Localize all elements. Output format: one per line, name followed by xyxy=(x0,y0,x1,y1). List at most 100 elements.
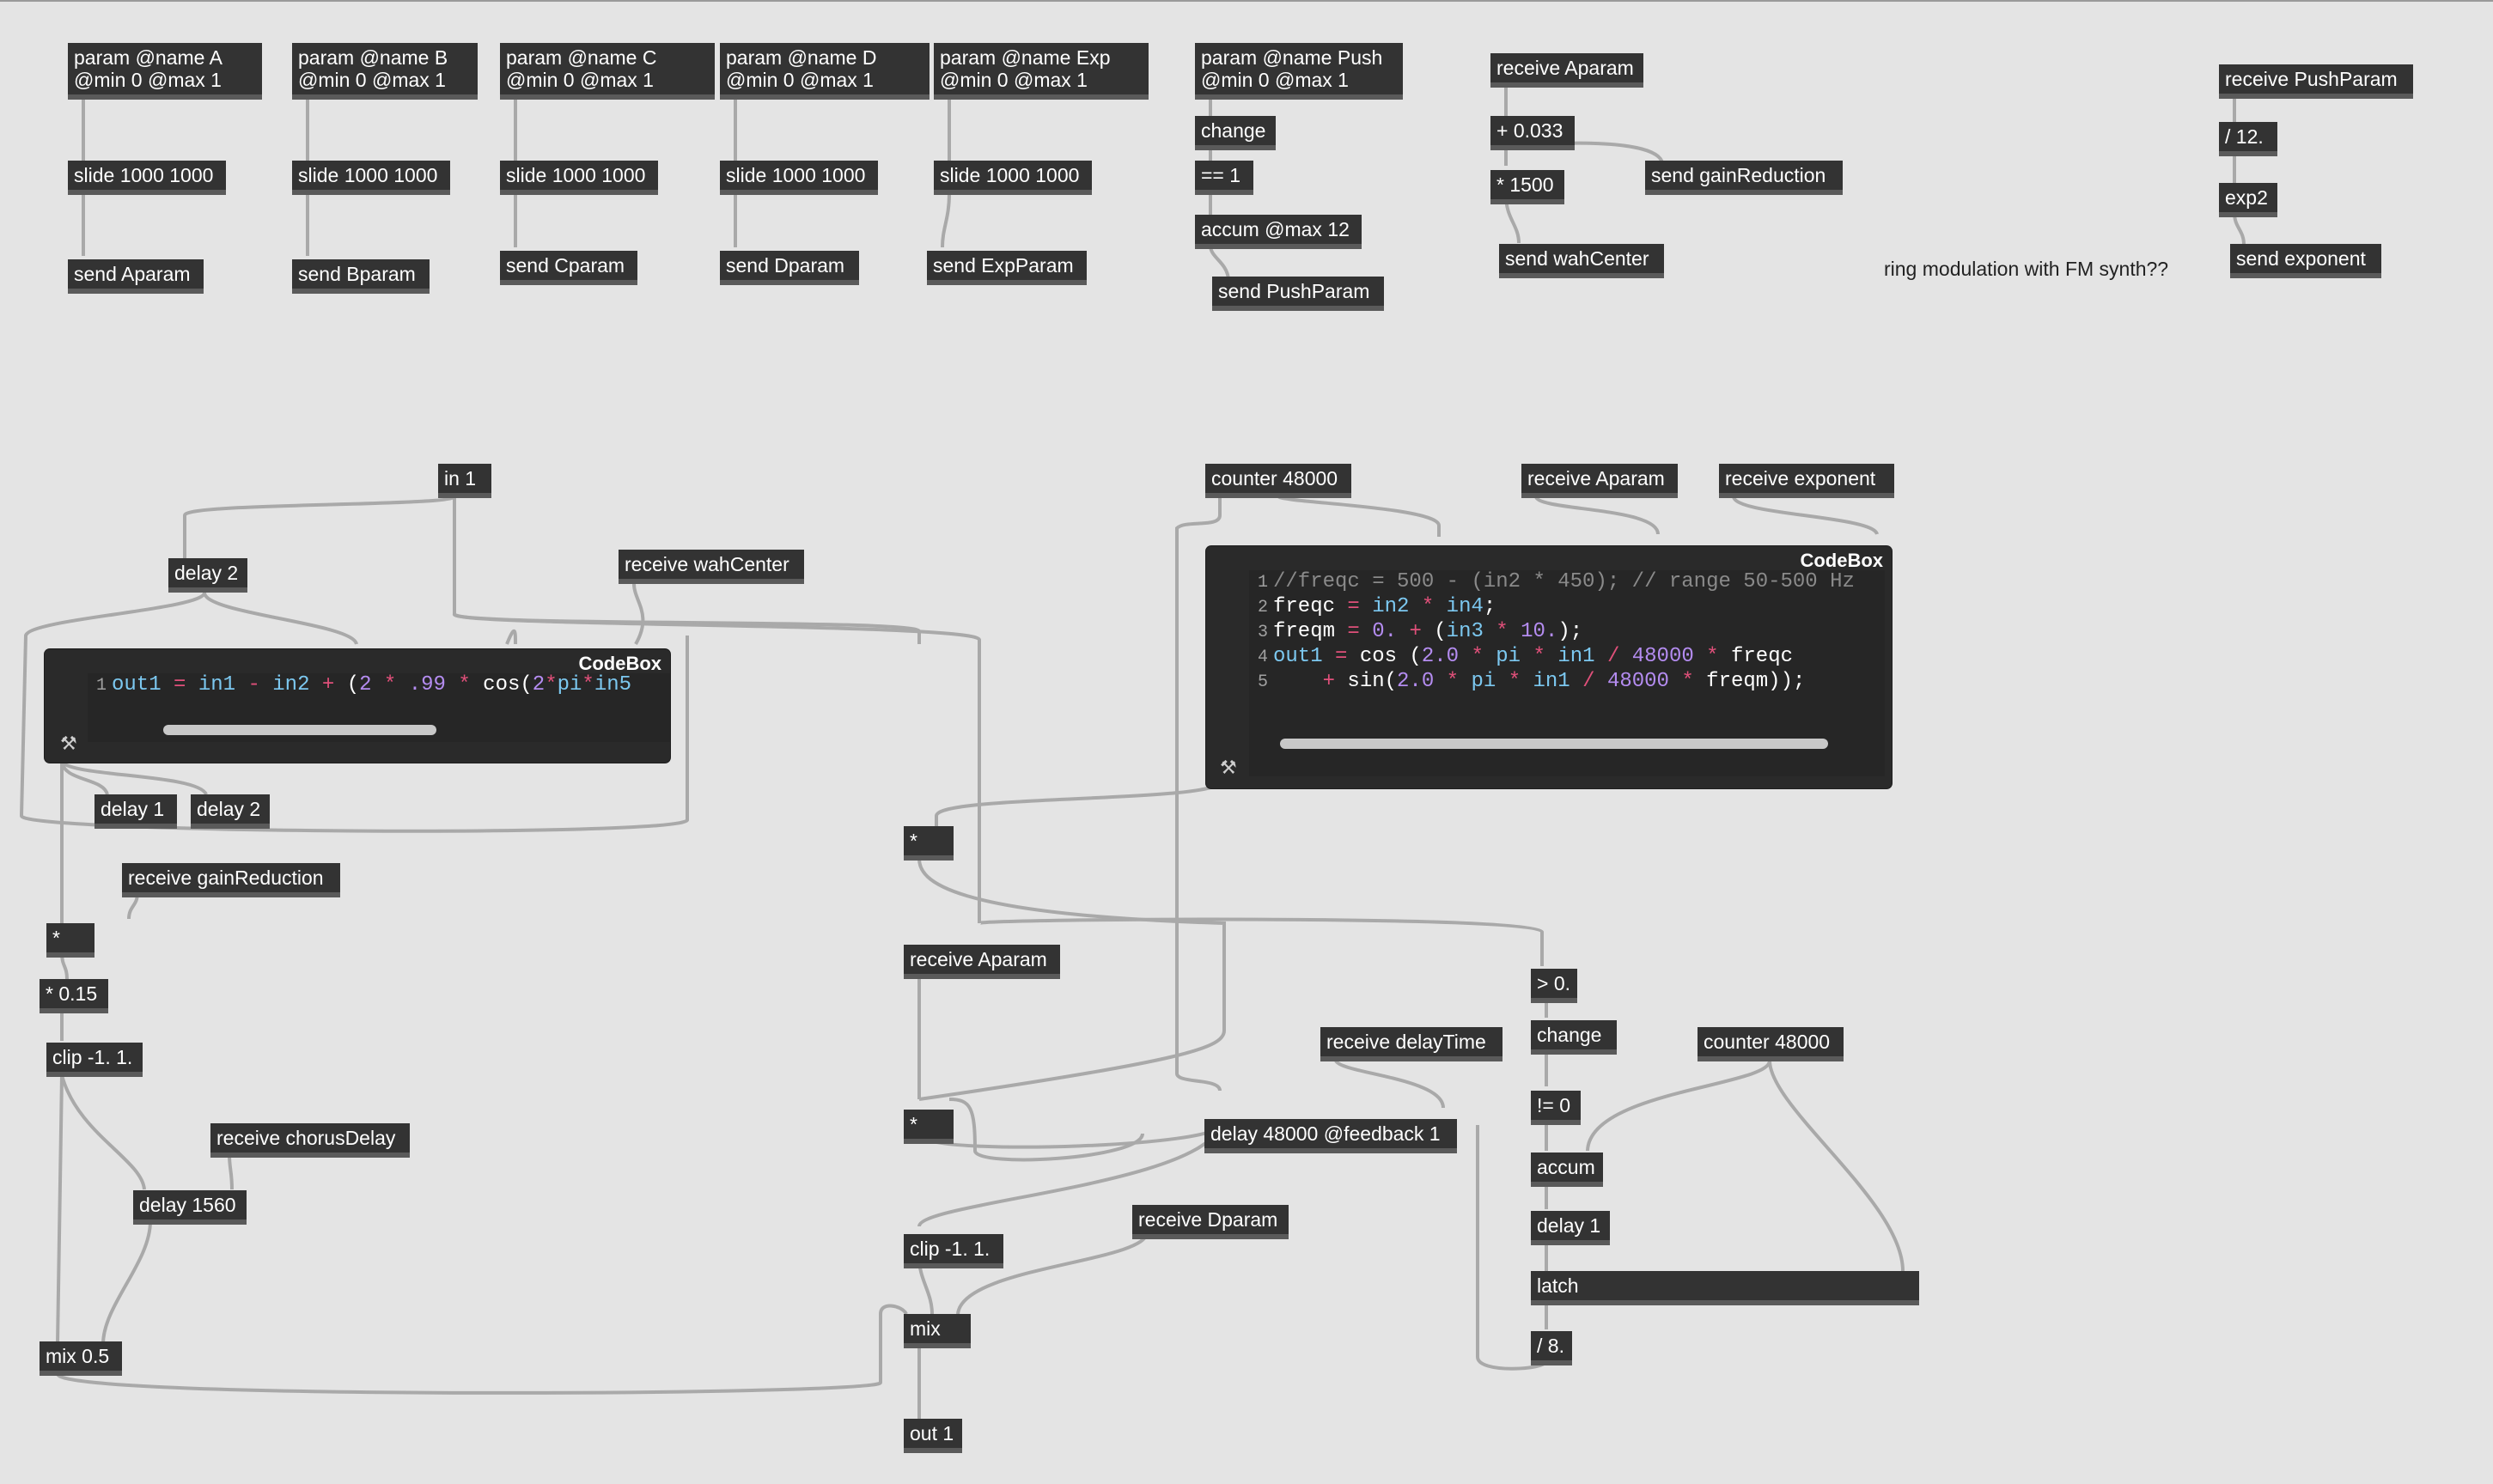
horizontal-scrollbar[interactable] xyxy=(163,725,436,735)
clip-a-object[interactable]: clip -1. 1. xyxy=(46,1043,143,1077)
delay-1560-object[interactable]: delay 1560 xyxy=(133,1190,247,1225)
multiply-b-object[interactable]: * xyxy=(904,826,954,861)
send-exponent-object[interactable]: send exponent xyxy=(2230,244,2381,278)
send-gainreduction-object[interactable]: send gainReduction xyxy=(1645,161,1843,195)
receive-delaytime-object[interactable]: receive delayTime xyxy=(1320,1027,1503,1061)
out-1-object[interactable]: out 1 xyxy=(904,1419,962,1453)
counter-48000-object[interactable]: counter 48000 xyxy=(1205,464,1351,498)
slide-c-object[interactable]: slide 1000 1000 xyxy=(500,161,658,195)
receive-exponent-object[interactable]: receive exponent xyxy=(1719,464,1894,498)
in-1-object[interactable]: in 1 xyxy=(438,464,491,498)
param-a-object[interactable]: param @name A @min 0 @max 1 xyxy=(68,43,262,100)
add-0033-object[interactable]: + 0.033 xyxy=(1490,116,1575,150)
div-12-object[interactable]: / 12. xyxy=(2219,122,2277,156)
receive-dparam-object[interactable]: receive Dparam xyxy=(1132,1205,1289,1239)
patchcord xyxy=(978,917,1544,966)
slide-a-object[interactable]: slide 1000 1000 xyxy=(68,161,226,195)
patchcord xyxy=(56,1304,908,1395)
param-c-object[interactable]: param @name C @min 0 @max 1 xyxy=(500,43,715,100)
patchcord xyxy=(2233,212,2246,246)
param-d-object[interactable]: param @name D @min 0 @max 1 xyxy=(720,43,930,100)
send-aparam-object[interactable]: send Aparam xyxy=(68,259,204,294)
patchcord xyxy=(60,1074,146,1190)
patchcord xyxy=(1209,245,1230,280)
code-line: 1//freqc = 500 - (in2 * 450); // range 5… xyxy=(1257,570,1855,593)
send-wahcenter-object[interactable]: send wahCenter xyxy=(1499,244,1664,278)
codebox-title: CodeBox xyxy=(1800,550,1883,571)
patchcord xyxy=(203,592,358,646)
delay-2-object[interactable]: delay 2 xyxy=(168,558,247,593)
div-8-object[interactable]: / 8. xyxy=(1531,1331,1572,1365)
codebox-fm-synth[interactable]: CodeBox 1//freqc = 500 - (in2 * 450); //… xyxy=(1206,546,1892,788)
receive-gainreduction-object[interactable]: receive gainReduction xyxy=(122,863,340,897)
accum-object[interactable]: accum xyxy=(1531,1153,1603,1187)
patchcord xyxy=(19,591,689,833)
mix-object[interactable]: mix xyxy=(904,1314,971,1348)
send-pushparam-object[interactable]: send PushParam xyxy=(1212,277,1384,311)
patchcord xyxy=(228,1154,234,1190)
receive-aparam-2-object[interactable]: receive Aparam xyxy=(1521,464,1678,498)
change-2-object[interactable]: change xyxy=(1531,1020,1617,1055)
latch-object[interactable]: latch xyxy=(1531,1271,1919,1305)
counter-48000-2-object[interactable]: counter 48000 xyxy=(1698,1027,1844,1061)
patchcord xyxy=(1732,496,1879,536)
change-object[interactable]: change xyxy=(1195,116,1276,150)
slide-b-object[interactable]: slide 1000 1000 xyxy=(292,161,450,195)
param-push-object[interactable]: param @name Push @min 0 @max 1 xyxy=(1195,43,1403,100)
equals-one-object[interactable]: == 1 xyxy=(1195,161,1253,195)
hammer-icon[interactable]: ⚒ xyxy=(60,733,77,755)
patchcord xyxy=(56,1074,64,1345)
patchcord xyxy=(1175,496,1222,1092)
patchcord xyxy=(505,629,517,645)
patchcord xyxy=(101,1220,152,1345)
patchcord xyxy=(917,858,1226,1101)
patchcord xyxy=(1586,1060,1771,1152)
patchcord xyxy=(183,495,456,560)
patchcord xyxy=(1334,1059,1445,1109)
greater-than-zero-object[interactable]: > 0. xyxy=(1531,969,1577,1003)
delay-feedback-object[interactable]: delay 48000 @feedback 1 xyxy=(1204,1119,1457,1153)
patchcord xyxy=(1277,495,1441,537)
send-cparam-object[interactable]: send Cparam xyxy=(500,251,637,285)
horizontal-scrollbar[interactable] xyxy=(1280,739,1828,749)
multiply-c-object[interactable]: * xyxy=(904,1110,954,1144)
codebox-title: CodeBox xyxy=(578,653,661,674)
slide-exp-object[interactable]: slide 1000 1000 xyxy=(934,161,1092,195)
mix-05-object[interactable]: mix 0.5 xyxy=(40,1341,122,1376)
exp2-object[interactable]: exp2 xyxy=(2219,183,2277,217)
patchcord xyxy=(452,612,981,923)
patchcord xyxy=(922,1123,1222,1149)
slide-d-object[interactable]: slide 1000 1000 xyxy=(720,161,878,195)
receive-chorusdelay-object[interactable]: receive chorusDelay xyxy=(210,1123,410,1158)
param-exp-object[interactable]: param @name Exp @min 0 @max 1 xyxy=(934,43,1149,100)
receive-aparam-object[interactable]: receive Aparam xyxy=(1490,53,1643,88)
hammer-icon[interactable]: ⚒ xyxy=(1220,757,1237,779)
patchcord xyxy=(917,1124,1222,1227)
patchcord xyxy=(948,1098,1144,1162)
accum-max-object[interactable]: accum @max 12 xyxy=(1195,215,1362,249)
clip-b-object[interactable]: clip -1. 1. xyxy=(904,1234,1003,1268)
receive-pushparam-object[interactable]: receive PushParam xyxy=(2219,64,2413,99)
code-line: 5 + sin(2.0 * pi * in1 / 48000 * freqm))… xyxy=(1257,670,1806,693)
patchcord xyxy=(935,780,1222,829)
mul-1500-object[interactable]: * 1500 xyxy=(1490,170,1564,204)
receive-aparam-3-object[interactable]: receive Aparam xyxy=(904,945,1060,979)
delay-1-object[interactable]: delay 1 xyxy=(94,794,177,829)
delay-2b-object[interactable]: delay 2 xyxy=(191,794,270,829)
param-b-object[interactable]: param @name B @min 0 @max 1 xyxy=(292,43,478,100)
receive-wahcenter-object[interactable]: receive wahCenter xyxy=(619,550,804,584)
send-dparam-object[interactable]: send Dparam xyxy=(720,251,859,285)
code-editor[interactable]: 1//freqc = 500 - (in2 * 450); // range 5… xyxy=(1249,570,1885,776)
multiply-a-object[interactable]: * xyxy=(46,923,94,958)
send-expparam-object[interactable]: send ExpParam xyxy=(927,251,1087,285)
mul-015-object[interactable]: * 0.15 xyxy=(40,979,108,1013)
window-top-border xyxy=(0,0,2493,2)
send-bparam-object[interactable]: send Bparam xyxy=(292,259,430,294)
delay-1b-object[interactable]: delay 1 xyxy=(1531,1211,1610,1245)
not-equal-zero-object[interactable]: != 0 xyxy=(1531,1091,1581,1125)
